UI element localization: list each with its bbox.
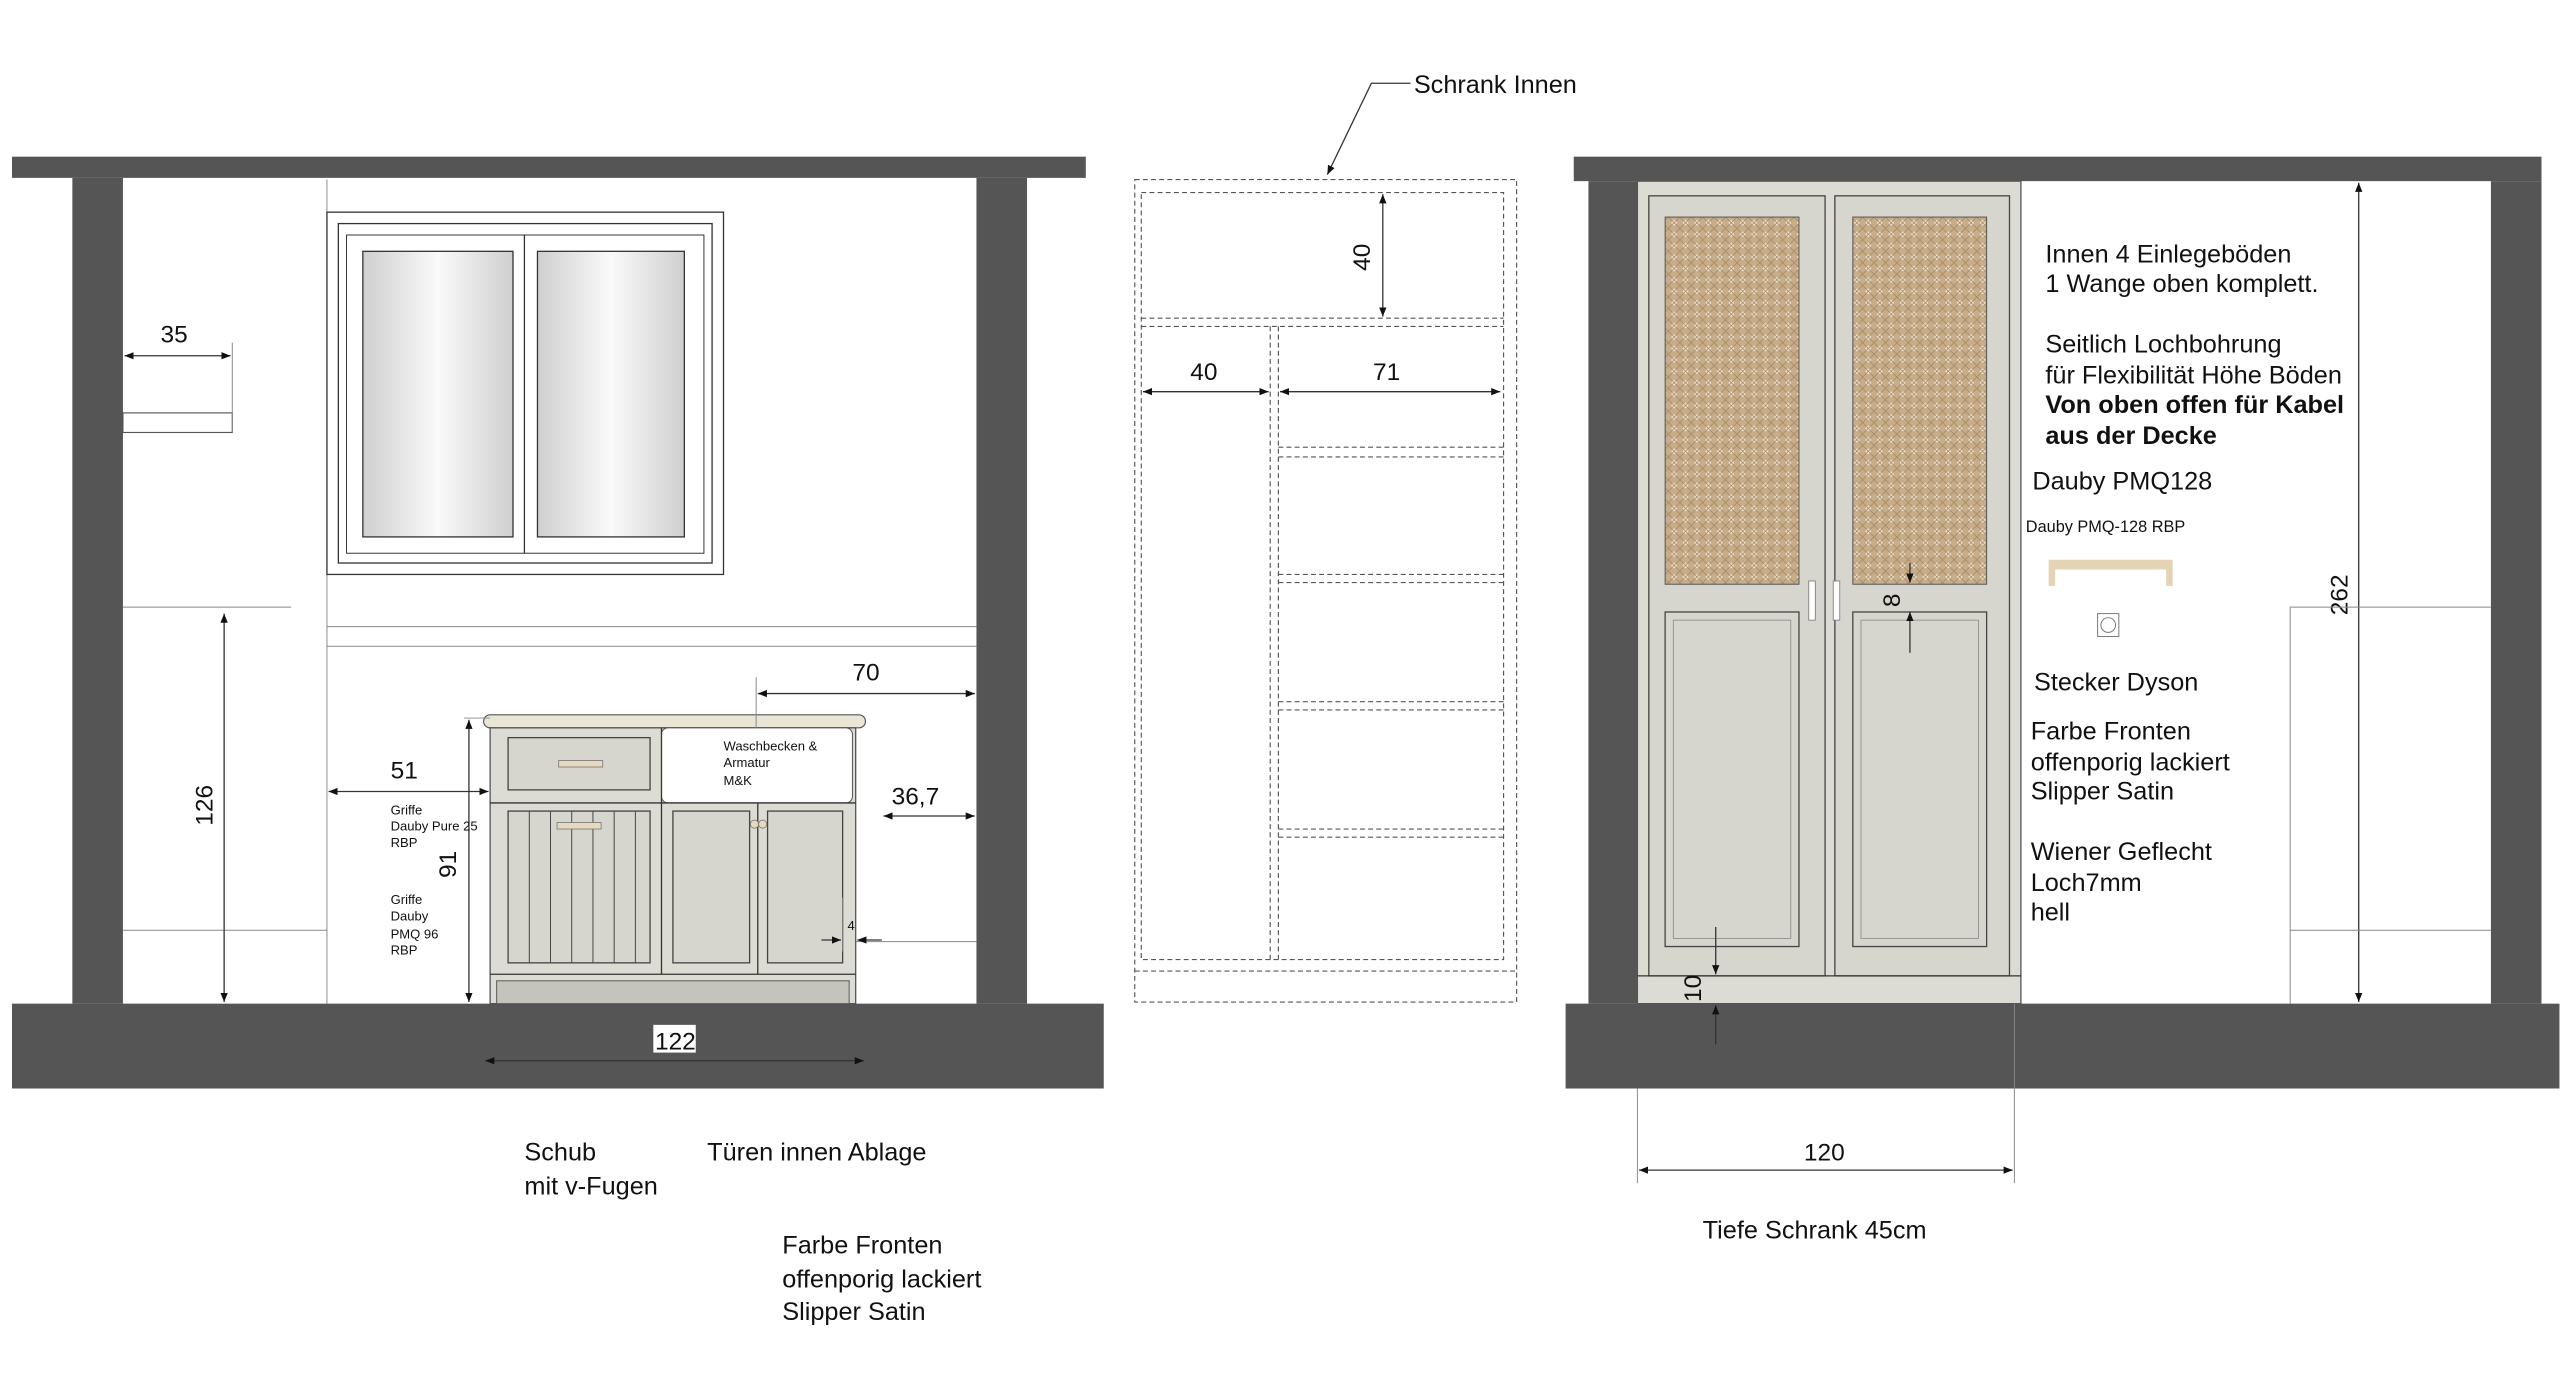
handle-note-2: Griffe Dauby PMQ 96 RBP — [391, 892, 439, 958]
svg-text:Armatur: Armatur — [724, 755, 771, 770]
svg-text:Farbe Fronten: Farbe Fronten — [2031, 717, 2191, 745]
svg-text:Stecker Dyson: Stecker Dyson — [2034, 668, 2198, 696]
svg-text:RBP: RBP — [391, 835, 418, 850]
ceiling — [11, 156, 1086, 178]
dim-left-compartment: 40 — [1190, 359, 1217, 386]
svg-text:Dauby Pure 25: Dauby Pure 25 — [391, 819, 478, 834]
dim-right-gap-top: 70 — [852, 660, 879, 687]
wardrobe-notes: Innen 4 Einlegeböden 1 Wange oben komple… — [2026, 241, 2344, 927]
svg-text:hell: hell — [2031, 898, 2070, 926]
svg-text:Loch7mm: Loch7mm — [2031, 869, 2142, 897]
cane-panel-right — [1852, 216, 1988, 585]
door-handle-left — [1808, 580, 1816, 621]
svg-text:Slipper Satin: Slipper Satin — [2031, 778, 2174, 806]
svg-text:Seitlich Lochbohrung: Seitlich Lochbohrung — [2045, 331, 2281, 359]
svg-text:Von oben offen für Kabel: Von oben offen für Kabel — [2045, 391, 2344, 419]
right-wall — [976, 177, 1028, 1004]
svg-text:Farbe Fronten: Farbe Fronten — [782, 1231, 942, 1259]
dim-vanity-height: 91 — [435, 851, 462, 878]
left-wall — [1588, 181, 1638, 1004]
dim-wall-height: 126 — [192, 785, 219, 826]
right-wall — [2490, 181, 2542, 1004]
left-wall — [72, 177, 123, 1004]
handle-note-1: Griffe Dauby Pure 25 RBP — [391, 802, 478, 850]
svg-text:1 Wange oben komplett.: 1 Wange oben komplett. — [2045, 270, 2318, 298]
svg-text:Waschbecken &: Waschbecken & — [724, 739, 818, 754]
floor — [1565, 1003, 2560, 1089]
left-elevation: 35 126 Waschbecken & Armatur M&K — [11, 156, 1104, 1326]
svg-text:Innen 4 Einlegeböden: Innen 4 Einlegeböden — [2045, 241, 2291, 269]
shelves — [1278, 446, 1504, 838]
dim-height: 262 — [2326, 574, 2353, 615]
svg-text:Dauby PMQ128: Dauby PMQ128 — [2032, 468, 2212, 496]
dim-handle-offset: 8 — [1879, 593, 1906, 607]
svg-text:offenporig lackiert: offenporig lackiert — [2031, 748, 2230, 776]
dim-left-gap: 51 — [391, 757, 418, 784]
door-right — [766, 810, 844, 964]
svg-text:Türen innen Ablage: Türen innen Ablage — [707, 1138, 926, 1166]
svg-text:RBP: RBP — [391, 943, 418, 958]
svg-text:Dauby PMQ-128 RBP: Dauby PMQ-128 RBP — [2026, 518, 2186, 536]
cane-panel-left — [1664, 216, 1800, 585]
dim-right-gap: 36,7 — [892, 784, 940, 811]
dim-width: 120 — [1804, 1139, 1845, 1166]
svg-text:offenporig lackiert: offenporig lackiert — [782, 1266, 981, 1294]
dim-door-offset: 4 — [848, 918, 855, 933]
floor — [11, 1003, 1104, 1089]
svg-text:aus der Decke: aus der Decke — [2045, 422, 2216, 450]
dim-right-compartment: 71 — [1373, 359, 1400, 386]
dim-plinth: 10 — [1680, 975, 1707, 1002]
v-groove-door — [507, 810, 651, 964]
dim-shelf-width: 35 — [160, 322, 187, 349]
wall-shelf — [122, 412, 233, 434]
interior-title: Schrank Innen — [1414, 71, 1577, 99]
door-left — [672, 810, 751, 964]
ceiling — [1573, 156, 2542, 182]
wardrobe — [1636, 180, 2022, 1005]
svg-text:für Flexibilität Höhe Böden: für Flexibilität Höhe Böden — [2045, 362, 2342, 390]
svg-text:Wiener Geflecht: Wiener Geflecht — [2031, 838, 2212, 866]
svg-text:Dauby: Dauby — [391, 908, 429, 923]
vanity-unit: Waschbecken & Armatur M&K — [483, 714, 867, 1005]
right-elevation: 8 10 120 262 Tiefe Schrank 45cm Innen 4 … — [1565, 156, 2560, 1245]
window — [326, 211, 725, 576]
svg-text:Griffe: Griffe — [391, 892, 423, 907]
dim-top: 40 — [1349, 244, 1376, 271]
interior-section: Schrank Innen 40 40 71 — [1134, 71, 1577, 1003]
drawer-handle — [558, 760, 604, 768]
dim-vanity-width: 122 — [655, 1028, 696, 1055]
vanity-notes: Schub mit v-Fugen Türen innen Ablage Far… — [524, 1138, 981, 1326]
handle-image — [2048, 559, 2173, 586]
svg-text:Griffe: Griffe — [391, 802, 423, 817]
svg-text:Slipper Satin: Slipper Satin — [782, 1298, 925, 1326]
svg-text:M&K: M&K — [724, 773, 753, 788]
door-handle-right — [1832, 580, 1841, 621]
svg-text:mit v-Fugen: mit v-Fugen — [524, 1173, 657, 1201]
depth-note: Tiefe Schrank 45cm — [1703, 1217, 1927, 1245]
svg-text:PMQ 96: PMQ 96 — [391, 926, 439, 941]
svg-text:Schub: Schub — [524, 1138, 596, 1166]
